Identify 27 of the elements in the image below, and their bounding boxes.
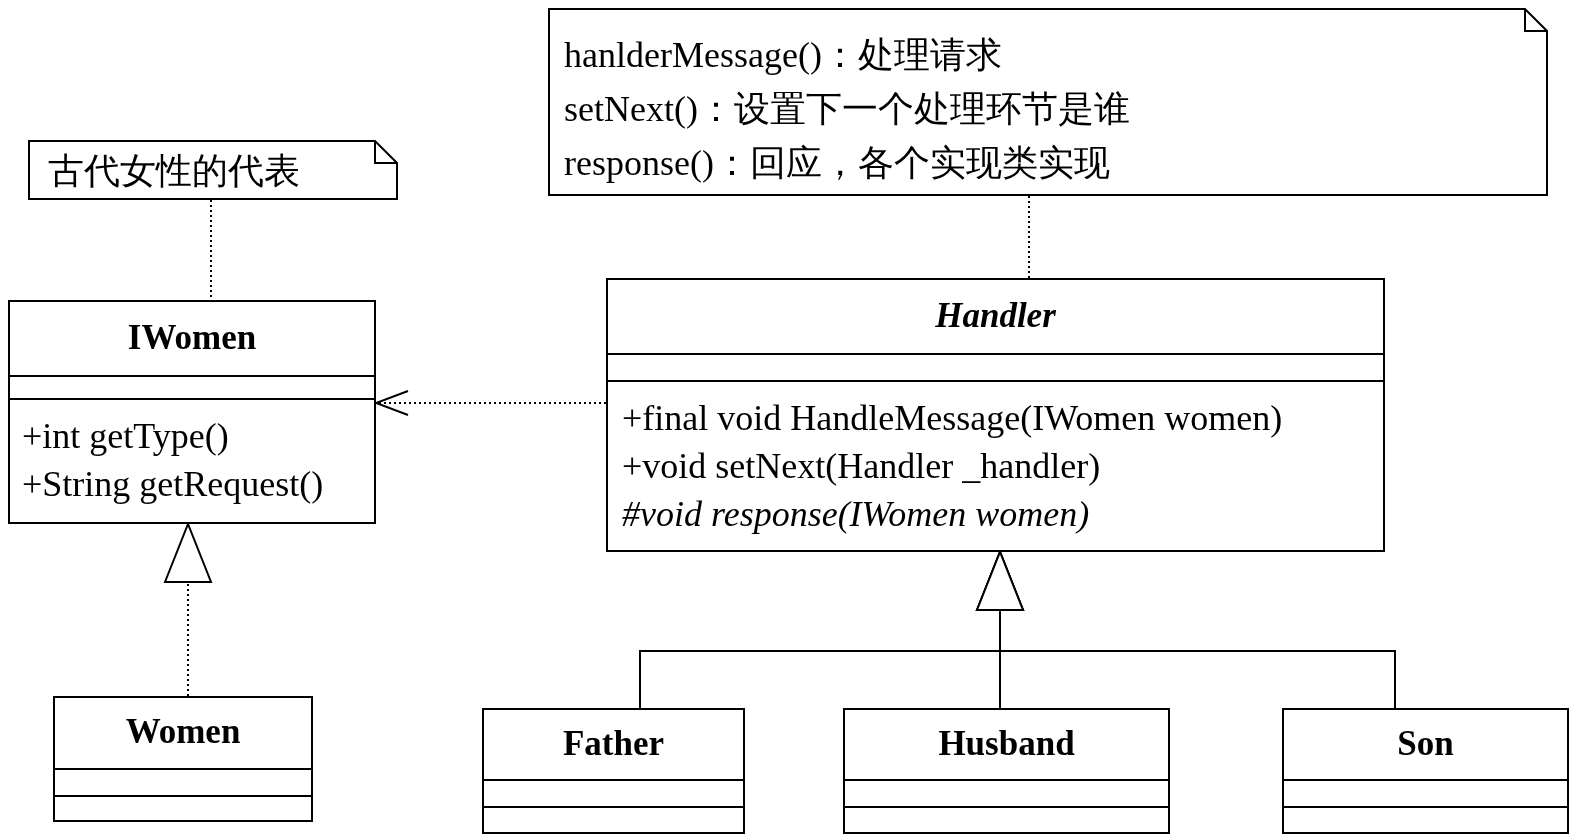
class-box xyxy=(1282,708,1569,834)
note-text: setNext()：设置下一个处理环节是谁 xyxy=(564,88,1131,131)
method-text: +String getRequest() xyxy=(22,463,325,506)
note-box xyxy=(548,8,1548,196)
class-box xyxy=(482,708,745,834)
method-text: #void response(IWomen women) xyxy=(622,493,1091,536)
note-text: hanlderMessage()：处理请求 xyxy=(564,34,1003,77)
inheritance-arrow xyxy=(976,551,1396,709)
note-link xyxy=(1028,195,1030,279)
method-text: +void setNext(Handler _handler) xyxy=(622,445,1102,488)
class-name: Father xyxy=(561,723,666,765)
note-text: response()：回应，各个实现类实现 xyxy=(564,142,1111,185)
realization-arrow xyxy=(164,523,212,697)
class-box xyxy=(843,708,1170,834)
note-box xyxy=(28,140,398,200)
method-text: +final void HandleMessage(IWomen women) xyxy=(622,397,1284,440)
class-name: Handler xyxy=(934,295,1057,337)
note-text: 古代女性的代表 xyxy=(48,150,301,193)
method-text: +int getType() xyxy=(22,415,230,458)
class-box xyxy=(53,696,313,822)
class-name: Son xyxy=(1396,723,1455,765)
dependency-arrow xyxy=(375,390,607,416)
class-box xyxy=(606,278,1385,552)
class-name: IWomen xyxy=(126,317,258,359)
class-name: Women xyxy=(124,711,242,753)
class-name: Husband xyxy=(937,723,1076,765)
class-box xyxy=(8,300,376,524)
